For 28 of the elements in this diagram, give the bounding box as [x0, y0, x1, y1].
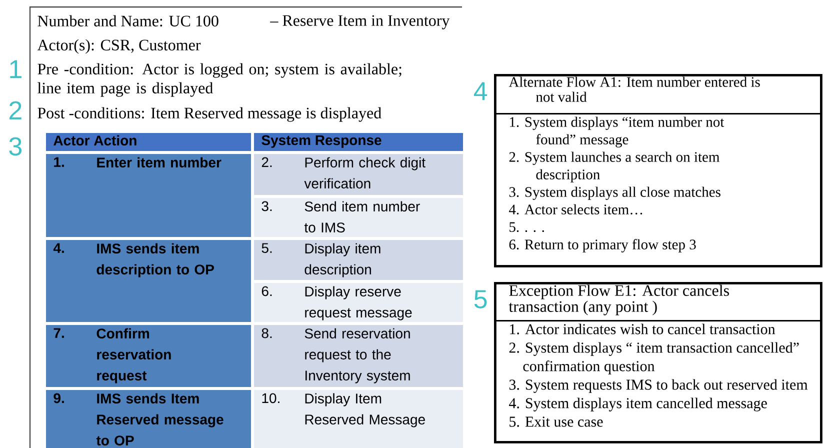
table-header-cell: System Response [254, 133, 463, 151]
flow-heading: Exception Flow E1: Actor cancels transaction (any point ) [494, 282, 822, 322]
callout-number: 3 [9, 137, 22, 156]
table-cell: 4. IMS sends item description to OP [46, 240, 251, 322]
flow-steps-list: 1. Actor indicates wish to cancel transaction 2. System displays “ item transaction cancelled” confirmation question 3. System requests IMS to back out reserved item 4. System displays item cancelled message 5. Exit use case [494, 320, 822, 442]
table-cell: 3. Send item number to IMS [254, 198, 463, 237]
callout-number: 4 [474, 82, 488, 100]
table-cell: 5. Display item description [254, 240, 463, 280]
precondition-text: Pre -condition: Actor is logged on; system is available; line item page is displayed [38, 63, 402, 97]
flow-box [494, 282, 822, 444]
table-cell: 8. Send reservation request to the Inventory system [254, 325, 463, 387]
postcondition-text: Post -conditions: Item Reserved message is displayed [38, 107, 382, 122]
callout-number: 1 [10, 60, 22, 78]
callout-number: 2 [10, 101, 22, 120]
table-header-cell: Actor Action [46, 133, 251, 151]
use-case-title: – Reserve Item in Inventory [270, 15, 450, 30]
table-cell: 7. Confirm reservation request [46, 325, 251, 387]
table-cell: 2. Perform check digit verification [254, 154, 463, 195]
use-case-name: Number and Name: UC 100 [38, 15, 218, 27]
table-cell: 6. Display reserve request message [254, 283, 463, 322]
flow-steps-list: 1. System displays “item number not found” message 2. System launches a search on item description 3. System displays all close matches 4. Actor selects item… 5. . . . 6. Return to primary flow step 3 [494, 113, 822, 266]
flow-box [494, 74, 822, 268]
actors-line: Actor(s): CSR, Customer [37, 39, 201, 54]
flow-heading: Alternate Flow A1: Item number entered is not valid [494, 74, 822, 114]
table-cell: 10. Display Item Reserved Message [254, 390, 463, 448]
table-cell: 1. Enter item number [46, 154, 251, 237]
callout-number: 5 [474, 290, 487, 308]
table-cell: 9. IMS sends Item Reserved message to OP [46, 390, 251, 448]
